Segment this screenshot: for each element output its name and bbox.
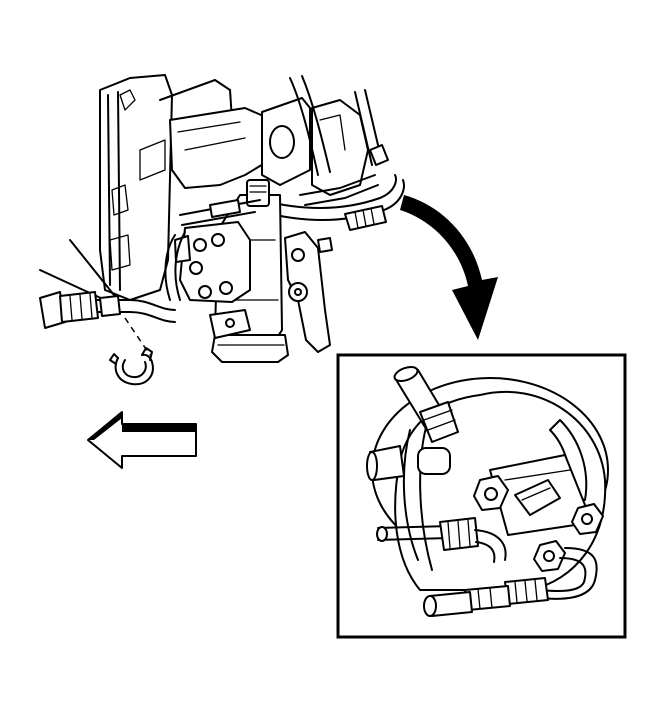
forward-direction-arrow xyxy=(87,411,197,469)
detail-master-cylinder xyxy=(473,454,604,572)
main-assembly-view xyxy=(39,74,405,386)
valve-body xyxy=(174,221,251,339)
pitman-arm-bracket xyxy=(284,231,333,353)
vacuum-hose-main xyxy=(259,174,405,231)
booster-inspection-window xyxy=(417,447,451,475)
upper-hose xyxy=(289,75,389,176)
curved-callout-arrow xyxy=(400,195,498,340)
cowl-structure xyxy=(169,97,369,196)
detail-vacuum-line xyxy=(376,517,598,617)
detail-check-valve-hose xyxy=(393,366,459,443)
brake-lines-main xyxy=(164,199,261,301)
firewall-panel xyxy=(99,74,233,301)
wire-harness xyxy=(39,239,176,329)
retaining-clip xyxy=(109,317,154,386)
